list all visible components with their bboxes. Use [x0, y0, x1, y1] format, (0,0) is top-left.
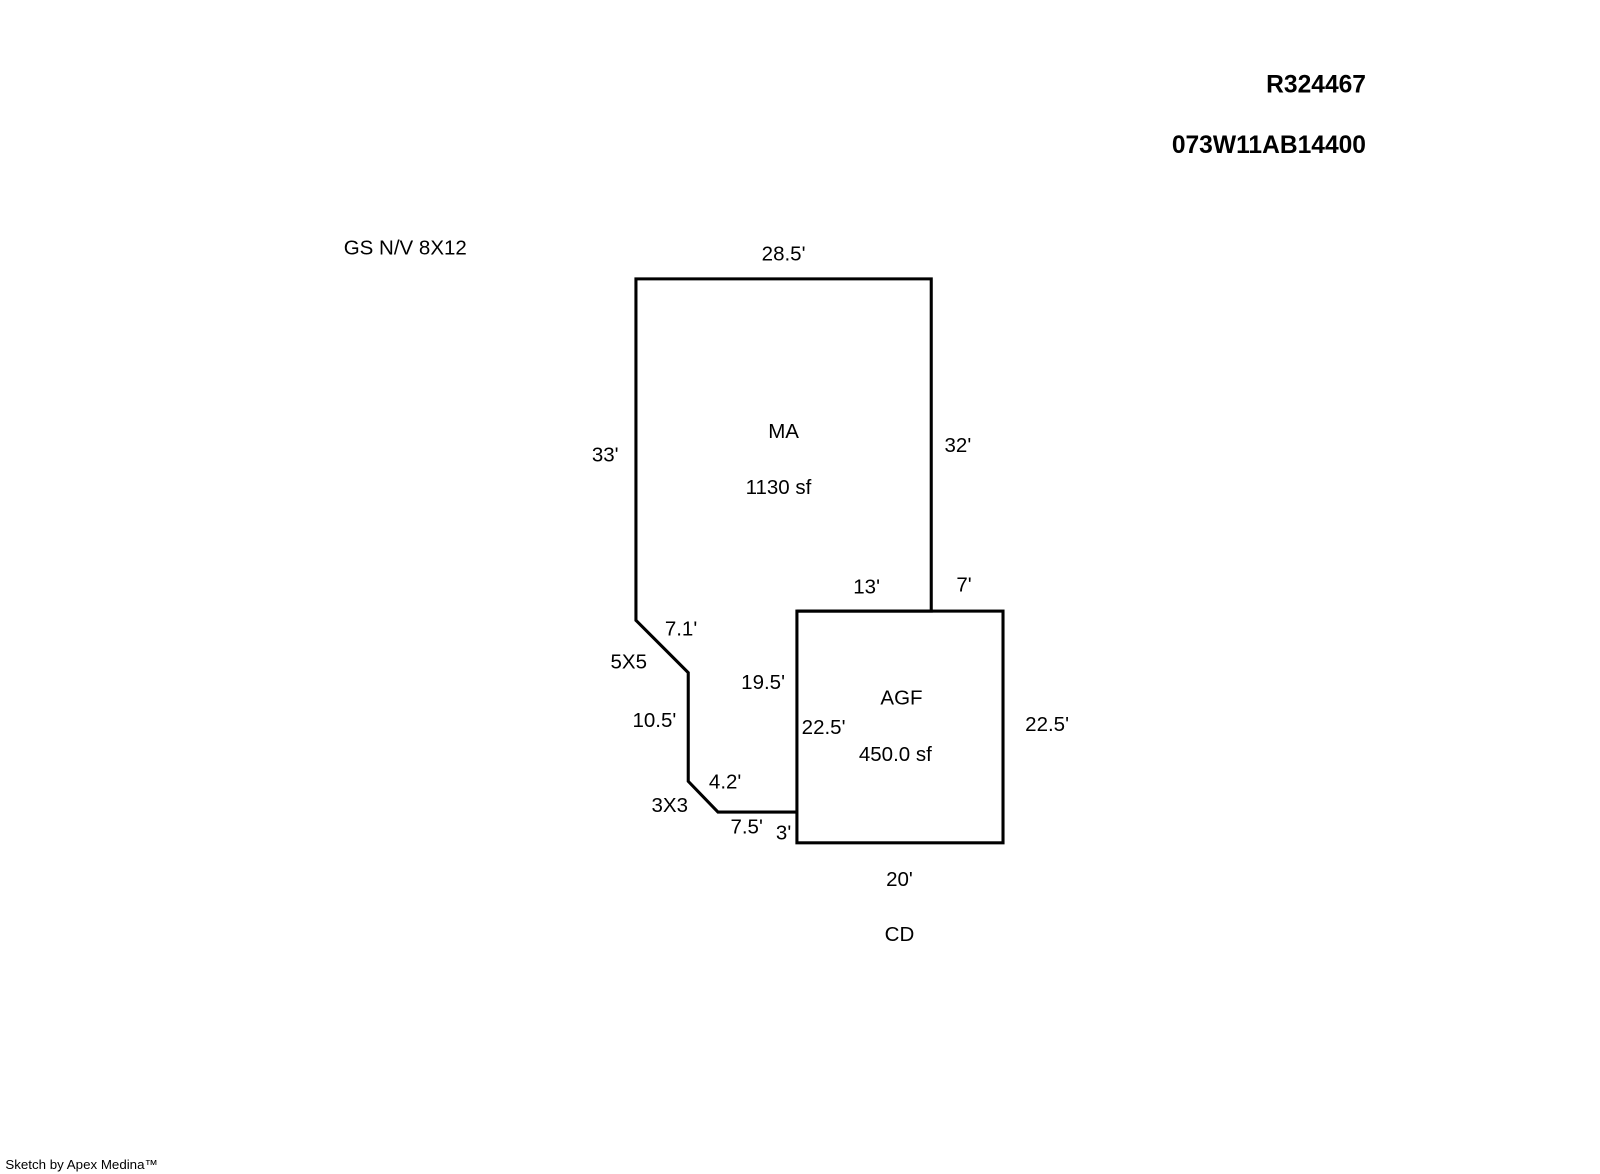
dim-ma-inner: 19.5' — [741, 671, 785, 694]
area-size-agf: 450.0 sf — [859, 743, 932, 766]
dim-ma-diag-lower-note: 3X3 — [652, 794, 688, 817]
dim-agf-top: 7' — [956, 574, 971, 597]
agf-outline — [795, 609, 1005, 845]
area-code-ma: MA — [768, 420, 799, 443]
dim-jog: 3' — [776, 822, 791, 845]
dim-ma-diag-upper: 7.1' — [665, 618, 697, 641]
dim-agf-right: 22.5' — [1025, 713, 1069, 736]
dim-ma-top: 28.5' — [762, 242, 806, 265]
dim-ma-left: 33' — [592, 443, 619, 466]
account-id: R324467 — [1266, 71, 1366, 98]
dim-ma-bottom: 13' — [853, 576, 880, 599]
dim-ma-bottom-short: 7.5' — [730, 816, 762, 839]
footer-credit: Sketch by Apex Medina™ — [5, 1157, 157, 1172]
dim-ma-lower-left: 10.5' — [632, 709, 676, 732]
dim-ma-right: 32' — [945, 434, 972, 457]
area-size-ma: 1130 sf — [746, 476, 812, 499]
dim-ma-diag-lower: 4.2' — [709, 770, 741, 793]
ma-outline — [634, 277, 933, 814]
outbuilding-note: GS N/V 8X12 — [344, 236, 467, 259]
dim-ma-diag-upper-note: 5X5 — [611, 651, 647, 674]
dim-agf-bottom: 20' — [886, 868, 913, 891]
dim-agf-left: 22.5' — [802, 716, 846, 739]
label-below: CD — [885, 923, 915, 946]
map-tax-lot: 073W11AB14400 — [1172, 132, 1366, 159]
area-code-agf: AGF — [880, 686, 922, 709]
